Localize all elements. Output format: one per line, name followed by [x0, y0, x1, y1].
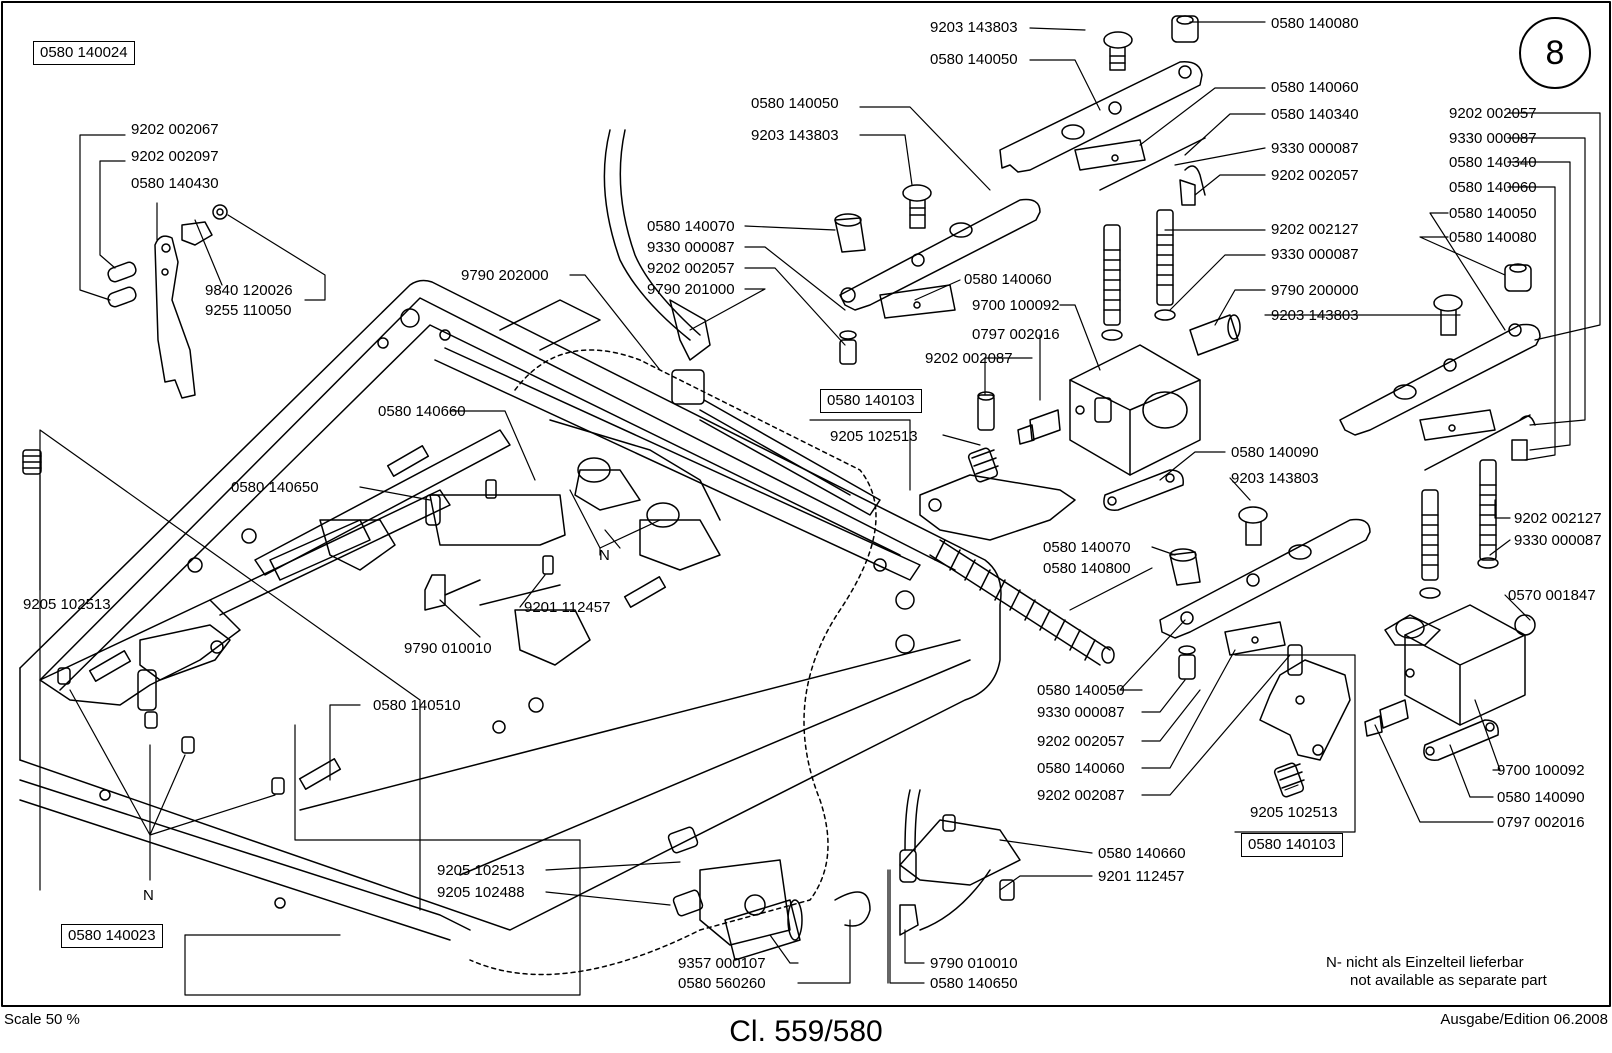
part-label: 9205 102488	[437, 884, 525, 901]
n-marker-leaders	[604, 529, 621, 549]
page-number: 8	[1545, 34, 1565, 72]
part-label: 9700 100092	[1497, 762, 1585, 779]
part-label: 9202 002087	[1037, 787, 1125, 804]
part-label: 9790 200000	[1271, 282, 1359, 299]
part-label: 0580 140060	[964, 271, 1052, 288]
part-label: 9202 002057	[1037, 733, 1125, 750]
link-plate-lower	[1159, 506, 1371, 680]
part-label: 0580 560260	[678, 975, 766, 992]
spring	[929, 539, 1115, 666]
note-line-1: N- nicht als Einzelteil lieferbar	[1326, 954, 1524, 971]
part-label: 9790 201000	[647, 281, 735, 298]
part-label: 0580 140050	[1449, 205, 1537, 222]
availability-note: N- nicht als Einzelteil lieferbar not av…	[1326, 954, 1547, 990]
part-label: 9202 002057	[1271, 167, 1359, 184]
part-label: 9330 000087	[1271, 140, 1359, 157]
part-label: 9840 120026	[205, 282, 293, 299]
page-frame	[1, 1, 1611, 1007]
part-label: 9203 143803	[930, 19, 1018, 36]
air-hose-fitting	[603, 129, 881, 516]
part-label: 0580 140060	[1037, 760, 1125, 777]
part-label: 0580 140060	[1271, 79, 1359, 96]
part-label: 0580 140660	[378, 403, 466, 420]
scale-label: Scale 50 %	[4, 1011, 80, 1028]
part-label: 9330 000087	[1514, 532, 1602, 549]
part-label: 0580 140050	[930, 51, 1018, 68]
part-label: 9202 002127	[1514, 510, 1602, 527]
part-label: 9700 100092	[972, 297, 1060, 314]
part-label: 9205 102513	[830, 428, 918, 445]
part-label: 9203 143803	[1231, 470, 1319, 487]
cylinder-block-right	[1364, 604, 1536, 761]
part-label: 0580 140060	[1449, 179, 1537, 196]
part-label: 9202 002057	[1449, 105, 1537, 122]
edition-label: Ausgabe/Edition 06.2008	[1440, 1011, 1608, 1028]
leader-lines	[39, 21, 1601, 996]
part-label: 9255 110050	[205, 302, 292, 319]
link-plate-middle	[834, 184, 1041, 365]
part-label: 0580 140650	[231, 479, 319, 496]
part-label: 9202 002097	[131, 148, 219, 165]
valve-assembly-lower	[667, 789, 1021, 961]
part-label: 9201 112457	[524, 599, 611, 616]
link-plate-top	[999, 15, 1206, 206]
part-label: 0580 140050	[751, 95, 839, 112]
part-label: 0580 140070	[647, 218, 735, 235]
hinge-plate-right	[1259, 644, 1351, 798]
part-label: 9202 002067	[131, 121, 219, 138]
link-plate-right	[1339, 263, 1541, 471]
hinge-plate-center	[919, 391, 1076, 541]
inner-mechanism-left	[22, 419, 721, 795]
part-label: 0580 140800	[1043, 560, 1131, 577]
part-label: 0580 140080	[1271, 15, 1359, 32]
part-label: 9330 000087	[1037, 704, 1125, 721]
part-label: 9790 010010	[404, 640, 492, 657]
assembly-label-center: 0580 140103	[820, 389, 922, 413]
part-label: 0580 140430	[131, 175, 219, 192]
assembly-label-lower-left: 0580 140023	[61, 924, 163, 948]
assembly-label-right: 0580 140103	[1241, 833, 1343, 857]
part-label: 9201 112457	[1098, 868, 1185, 885]
assembly-label-top-left: 0580 140024	[33, 41, 135, 65]
part-label: 9203 143803	[751, 127, 839, 144]
part-label: 9202 002057	[647, 260, 735, 277]
part-label: 0580 140510	[373, 697, 461, 714]
page-title: Cl. 559/580	[729, 1015, 883, 1048]
part-label: 9330 000087	[647, 239, 735, 256]
part-label: 0580 140660	[1098, 845, 1186, 862]
part-label: 0797 002016	[972, 326, 1060, 343]
note-line-2: not available as separate part	[1350, 972, 1547, 989]
part-label: 0580 140050	[1037, 682, 1125, 699]
bed-plate	[19, 279, 1002, 976]
part-label: 0580 140070	[1043, 539, 1131, 556]
part-label: 9205 102513	[437, 862, 525, 879]
part-label: 0580 140080	[1449, 229, 1537, 246]
long-screws-right	[1419, 459, 1499, 599]
part-label: 0580 140650	[930, 975, 1018, 992]
page-number-circle	[1519, 17, 1591, 89]
part-label: 0580 140340	[1449, 154, 1537, 171]
cylinder-block-center	[1017, 314, 1241, 511]
part-label: 9202 002127	[1271, 221, 1359, 238]
part-label: 9203 143803	[1271, 307, 1359, 324]
part-label: 0570 001847	[1508, 587, 1596, 604]
part-label: 0797 002016	[1497, 814, 1585, 831]
part-label: 0580 140340	[1271, 106, 1359, 123]
part-label: 9790 010010	[930, 955, 1018, 972]
n-marker: N	[599, 547, 610, 564]
long-screws	[1101, 209, 1176, 341]
part-label: 9202 002087	[925, 350, 1013, 367]
part-label: 9330 000087	[1271, 246, 1359, 263]
part-label: 0580 140090	[1497, 789, 1585, 806]
part-label: 9205 102513	[23, 596, 111, 613]
part-label: 9357 000107	[678, 955, 766, 972]
n-marker: N	[143, 887, 154, 904]
part-label: 9205 102513	[1250, 804, 1338, 821]
part-label: 9330 000087	[1449, 130, 1537, 147]
part-label: 0580 140090	[1231, 444, 1319, 461]
part-label: 9790 202000	[461, 267, 549, 284]
